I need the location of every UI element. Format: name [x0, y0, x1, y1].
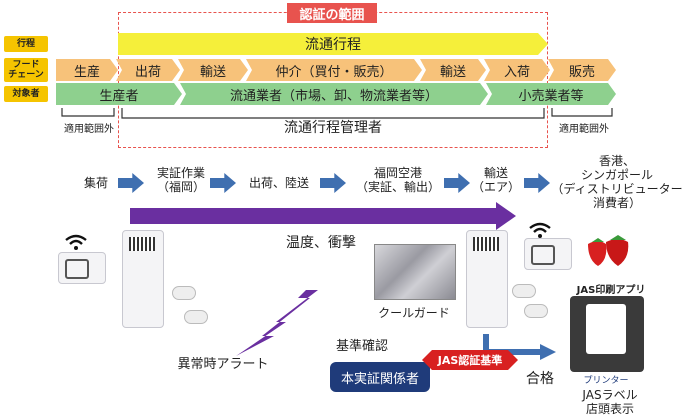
pass-label: 合格	[526, 371, 554, 387]
flow-step-destination: 香港、 シンガポール （ディストリビューター 消費者）	[551, 154, 683, 210]
logger-device	[122, 230, 164, 328]
sensor-tag	[184, 310, 208, 324]
row-label-target: 対象者	[4, 86, 48, 102]
sensor-tag	[512, 284, 536, 298]
flow-arrow-5	[524, 173, 550, 193]
food-chain-intermediary: 仲介（買付・販売）	[246, 59, 422, 81]
strawberry-image	[588, 235, 629, 266]
sensor-tag	[524, 304, 548, 318]
cool-guard-image	[374, 244, 456, 300]
flow-step-airport: 福岡空港 （実証、輸出）	[355, 166, 440, 194]
row-label-food-chain: フード チェーン	[4, 58, 48, 82]
food-chain-sales: 販売	[548, 59, 616, 81]
flow-step-shipping: 出荷、陸送	[248, 176, 309, 190]
certification-scope-title: 認証の範囲	[287, 3, 377, 23]
flow-step-collection: 集荷	[83, 176, 108, 190]
distribution-manager: 流通行程管理者	[284, 120, 382, 136]
target-retailer: 小売業者等	[486, 83, 616, 105]
printer-device	[570, 296, 644, 372]
distribution-process-arrow: 流通行程	[118, 33, 548, 55]
standard-check-label: 基準確認	[335, 339, 388, 354]
food-chain-shipping: 出荷	[116, 59, 180, 81]
abnormal-alert-label: 異常時アラート	[177, 357, 269, 372]
flow-step-air-transport: 輸送 （エア）	[471, 166, 520, 194]
target-producer: 生産者	[56, 83, 182, 105]
food-chain-production: 生産	[56, 59, 118, 81]
wifi-icon	[529, 222, 551, 238]
jas-label-display: JASラベル 店頭表示	[582, 388, 638, 416]
row-label-process: 行程	[4, 36, 48, 52]
out-of-scope-right: 適用範囲外	[559, 124, 609, 135]
jas-print-app-label: JAS印刷アプリ	[576, 285, 646, 296]
flow-step-verification: 実証作業 （福岡）	[156, 166, 205, 194]
jas-standard-banner: JAS認証基準	[422, 350, 518, 370]
flow-arrow-1	[118, 173, 144, 193]
scope-brackets	[61, 108, 613, 119]
flow-arrow-2	[210, 173, 236, 193]
food-chain-transport-1: 輸送	[178, 59, 248, 81]
gateway-device	[524, 238, 572, 270]
logger-device	[466, 230, 508, 328]
flow-arrow-4	[444, 173, 470, 193]
food-chain-arrival: 入荷	[484, 59, 550, 81]
target-distributor: 流通業者（市場、卸、物流業者等）	[180, 83, 488, 105]
flow-arrow-3	[320, 173, 346, 193]
cool-guard-label: クールガード	[378, 306, 450, 320]
printer-label: プリンター	[583, 376, 629, 386]
food-chain-transport-2: 輸送	[420, 59, 486, 81]
sensor-tag	[172, 286, 196, 300]
temperature-shock-label: 温度、衝撃	[286, 235, 356, 251]
gateway-device	[58, 252, 106, 284]
wifi-icon	[65, 234, 87, 250]
official-stakeholder-box: 本実証関係者	[330, 362, 430, 392]
out-of-scope-left: 適用範囲外	[64, 124, 114, 135]
